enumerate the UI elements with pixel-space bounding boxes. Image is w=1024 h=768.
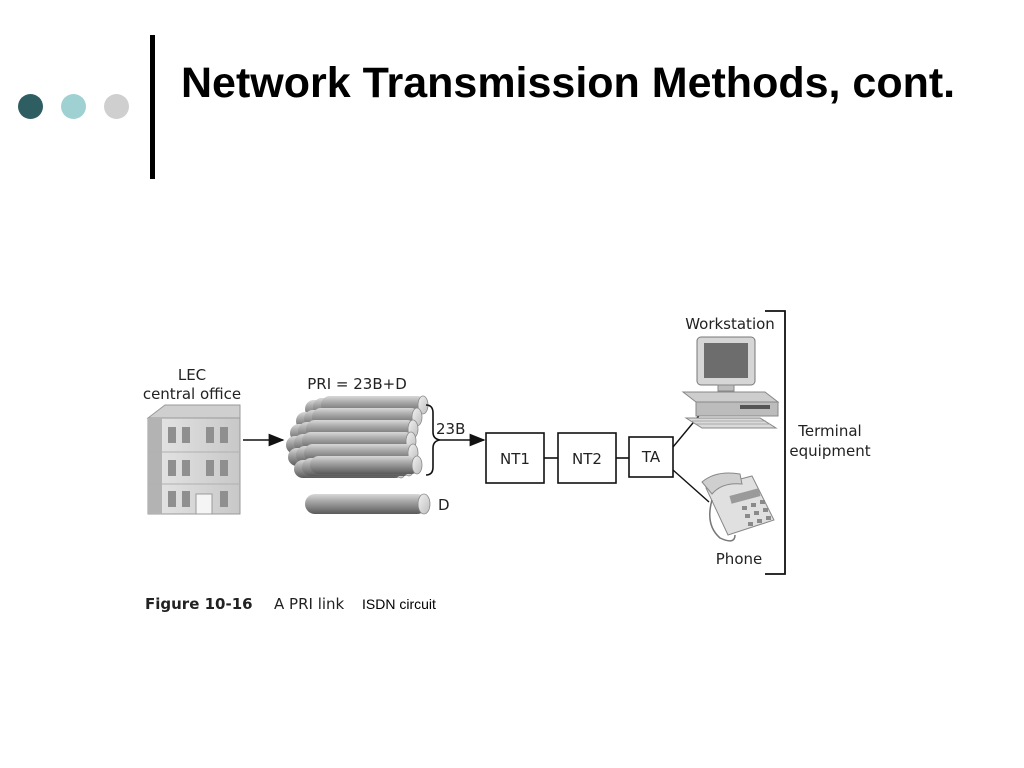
nt2-label: NT2 <box>572 450 602 468</box>
figure-number: Figure 10-16 <box>145 595 253 613</box>
nt1-box <box>485 432 545 484</box>
isdn-circuit-note: ISDN circuit <box>362 596 436 612</box>
terminal-equipment-bracket <box>765 310 786 575</box>
bullet-dots <box>18 94 138 120</box>
d-channel-label: D <box>438 496 450 514</box>
title-divider <box>150 35 155 179</box>
b-channel-brace <box>425 404 441 476</box>
bullet-dot-gray <box>104 94 129 119</box>
link-ta-phone <box>672 469 710 503</box>
pri-label: PRI = 23B+D <box>307 375 407 393</box>
b-channel-label: 23B <box>436 420 465 438</box>
b-channel-cylinder <box>310 456 420 474</box>
terminal-label-line1: Terminal <box>797 422 861 440</box>
nt1-label: NT1 <box>500 450 530 468</box>
figure-caption: A PRI link <box>274 595 345 613</box>
workstation-label: Workstation <box>685 315 775 333</box>
b-channel-cylinder-end <box>411 455 423 475</box>
bullet-dot-dark <box>18 94 43 119</box>
phone-label: Phone <box>716 550 762 568</box>
lec-label-line2: central office <box>143 385 241 403</box>
d-channel-cable <box>305 493 431 515</box>
bullet-dot-teal <box>61 94 86 119</box>
ta-box <box>628 436 674 478</box>
terminal-label-line2: equipment <box>789 442 870 460</box>
b-channel-bundle <box>286 395 429 479</box>
workstation-icon <box>681 336 780 429</box>
building-icon <box>146 404 241 515</box>
lec-label-line1: LEC <box>178 366 206 384</box>
phone-icon <box>701 472 775 542</box>
slide-title: Network Transmission Methods, cont. <box>181 59 956 107</box>
ta-label: TA <box>641 448 661 466</box>
